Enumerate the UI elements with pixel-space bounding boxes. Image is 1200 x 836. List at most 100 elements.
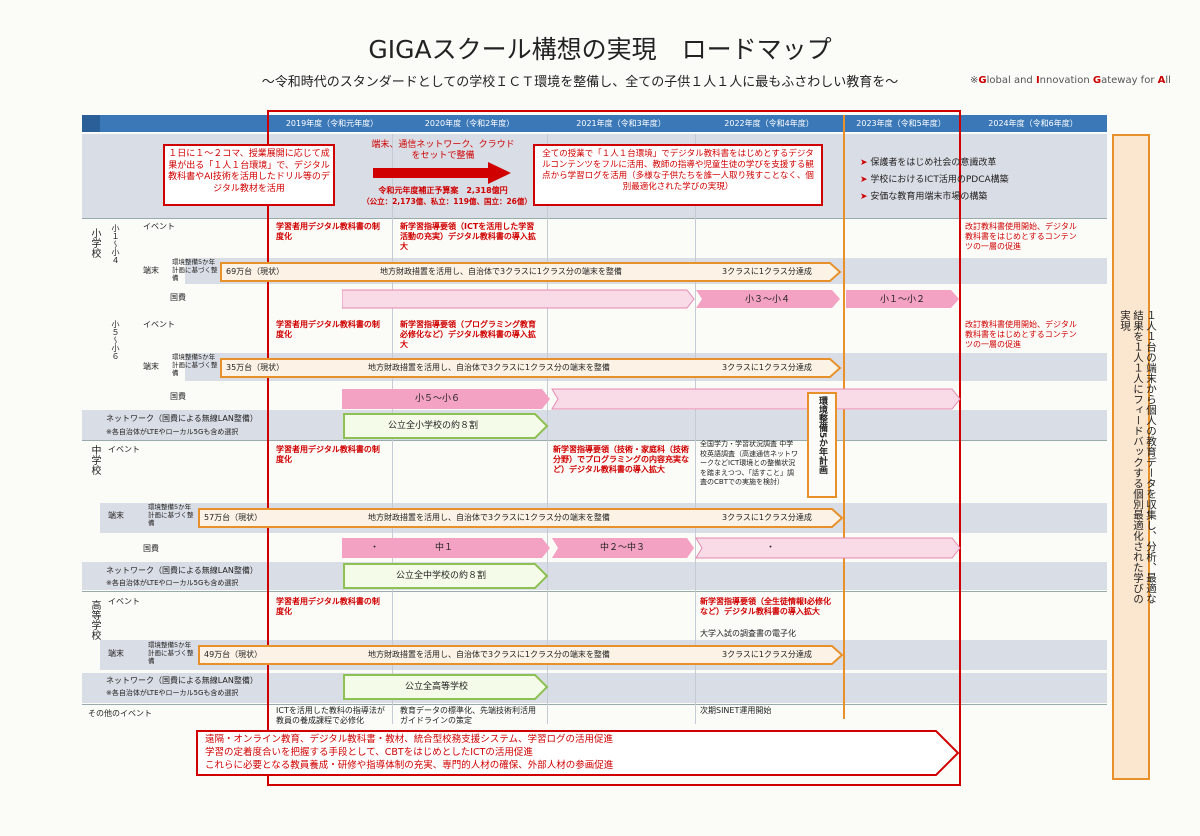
- set-arrow-label: 端末、通信ネットワーク、クラウドをセットで整備: [371, 140, 515, 161]
- set-arrow-icon: [373, 162, 511, 184]
- network-arrow-koko: [343, 674, 549, 700]
- tanmatsu-arrow-chu: [198, 508, 844, 528]
- kokuhi-dot: ・: [766, 543, 776, 553]
- bullet-item: ➤ 安価な教育用端末市場の構築: [860, 192, 988, 202]
- tanmatsu-plan-s14: 地方財政措置を活用し、自治体で3クラスに1クラス分の端末を整備: [380, 267, 622, 276]
- kankyo-label: 環境整備5か年計画に基づく整備: [172, 353, 218, 377]
- tanmatsu-goal-s14: 3クラスに1クラス分達成: [722, 267, 812, 276]
- network-label: ネットワーク（国費による無線LAN整備）: [106, 414, 258, 423]
- budget-line1: 令和元年度補正予算案 2,318億円: [378, 186, 508, 195]
- other-2019: ICTを活用した教科の指導法が教員の養成課程で必修化: [276, 706, 385, 725]
- event-seidoka: 学習者用デジタル教科書の制度化: [276, 445, 380, 464]
- giga-note: ※Global and Innovation Gateway for All: [970, 75, 1171, 86]
- tanmatsu-current-koko: 49万台（現状）: [204, 650, 263, 659]
- event-seidoka: 学習者用デジタル教科書の制度化: [276, 222, 380, 241]
- tanmatsu-current-s56: 35万台（現状）: [226, 363, 285, 372]
- bottom-line: 遠隔・オンライン教育、デジタル教科書・教材、統合型校務支援システム、学習ログの活…: [205, 734, 614, 745]
- divider: [82, 440, 1107, 441]
- kankyo5-box: [807, 392, 837, 498]
- kokuhi-dot: ・: [370, 543, 380, 553]
- sidebar-box: [1112, 134, 1150, 780]
- label-sho14: 小１～小４: [111, 224, 120, 264]
- header-corner: [82, 115, 100, 132]
- bullet-item: ➤ 保護者をはじめ社会の意識改革: [860, 158, 997, 168]
- other-2022: 次期SINET運用開始: [700, 706, 772, 715]
- year-2024: 2024年度（令和6年度）: [988, 119, 1078, 128]
- tanmatsu-goal-koko: 3クラスに1クラス分達成: [722, 650, 812, 659]
- full-utilization-box: 全ての授業で「１人１台環境」でデジタル教科書をはじめとするデジタルコンテンツをフ…: [533, 144, 823, 206]
- year-header-bar: [82, 115, 1107, 132]
- kankyo-label: 環境整備5か年計画に基づく整備: [172, 258, 218, 282]
- event-seidoka: 学習者用デジタル教科書の制度化: [276, 597, 380, 616]
- band-s-network: [82, 410, 1107, 440]
- event-2024: 改訂教科書使用開始、デジタル教科書をはじめとするコンテンツの一層の促進: [965, 320, 1077, 349]
- label-sho56: 小５～小６: [111, 320, 120, 360]
- tanmatsu-goal-chu: 3クラスに1クラス分達成: [722, 513, 812, 522]
- other-label: その他のイベント: [88, 709, 152, 718]
- page-subtitle: ～令和時代のスタンダードとしての学校ＩＣＴ環境を整備し、全ての子供１人１人に最も…: [261, 75, 899, 90]
- bullet-item: ➤ 学校におけるICT活用のPDCA構築: [860, 175, 1009, 185]
- milestone-line: [843, 115, 845, 719]
- year-2019: 2019年度（令和元年度）: [285, 119, 379, 128]
- kokuhi-arrows-s56: [342, 388, 961, 410]
- year-2023: 2023年度（令和5年度）: [856, 119, 946, 128]
- network-label: ネットワーク（国費による無線LAN整備）: [106, 676, 258, 685]
- tanmatsu-current-s14: 69万台（現状）: [226, 267, 285, 276]
- col-line: [547, 134, 548, 724]
- network-koko: 公立全高等学校: [405, 682, 469, 692]
- event-koko-2022b: 大学入試の調査書の電子化: [700, 629, 796, 638]
- event-koko-2022a: 新学習指導要領（全生徒情報Ⅰ必修化など）デジタル教科書の導入拡大: [700, 597, 831, 616]
- kankyo-label: 環境整備5か年計画に基づく整備: [148, 641, 194, 665]
- year-2020: 2020年度（令和2年度）: [424, 119, 515, 128]
- year-2022: 2022年度（令和4年度）: [724, 119, 814, 128]
- divider: [82, 591, 1107, 592]
- event-label: イベント: [108, 445, 140, 454]
- budget-line2: （公立：2,173億、私立：119億、国立：26億）: [362, 197, 532, 206]
- kokuhi-label: 国費: [170, 293, 186, 302]
- label-shogakko: 小学校: [89, 228, 100, 258]
- bullet-list: ➤ 保護者をはじめ社会の意識改革 ➤ 学校におけるICT活用のPDCA構築 ➤ …: [860, 155, 1009, 206]
- tanmatsu-arrow-koko: [198, 645, 844, 665]
- event-sho14-2020: 新学習指導要領（ICTを活用した学習活動の充実）デジタル教科書の導入拡大: [400, 222, 536, 251]
- kokuhi-chu1: 中１: [435, 543, 454, 553]
- network-arrow-chu: [343, 563, 549, 589]
- sidebar-text: １人１台の端末から個人の教育データを収集し、分析、最適な結果を１人１人にフィード…: [1119, 310, 1157, 604]
- tanmatsu-goal-s56: 3クラスに1クラス分達成: [722, 363, 812, 372]
- col-line: [695, 134, 696, 724]
- bottom-line: 学習の定着度合いを把握する手段として、CBTをはじめとしたICTの活用促進: [205, 747, 533, 758]
- tanmatsu-current-chu: 57万台（現状）: [204, 513, 263, 522]
- event-label: イベント: [143, 222, 175, 231]
- one-to-one-box: １日に１～２コマ、授業展開に応じて成果が出る「１人１台環境」で、デジタル教科書や…: [163, 144, 335, 206]
- tanmatsu-label: 端末: [108, 649, 124, 658]
- kokuhi-label: 国費: [143, 544, 159, 553]
- kokuhi-s34: 小３～小４: [745, 295, 791, 305]
- tanmatsu-label: 端末: [143, 266, 159, 275]
- tanmatsu-label: 端末: [108, 511, 124, 520]
- kokuhi-arrow-s12: [846, 290, 959, 308]
- network-arrow-sho: [343, 413, 549, 439]
- tanmatsu-arrow-s56: [220, 358, 842, 378]
- network-sho: 公立全小学校の約８割: [388, 421, 479, 431]
- focus-frame: [267, 110, 961, 786]
- event-chu-2022: 全国学力・学習状況調査 中学校英語調査（高速通信ネットワークなどICT環境との整…: [700, 440, 798, 486]
- network-note: ※各自治体がLTEやローカル5Gも含め選択: [106, 428, 239, 436]
- tanmatsu-plan-s56: 地方財政措置を活用し、自治体で3クラスに1クラス分の端末を整備: [368, 363, 610, 372]
- label-chu: 中学校: [89, 445, 100, 475]
- tanmatsu-arrow-s14: [220, 262, 842, 282]
- tanmatsu-plan-chu: 地方財政措置を活用し、自治体で3クラスに1クラス分の端末を整備: [368, 513, 610, 522]
- band-koko-network: [82, 673, 1107, 703]
- network-chu: 公立全中学校の約８割: [396, 571, 487, 581]
- tanmatsu-label: 端末: [143, 362, 159, 371]
- page-title: GIGAスクール構想の実現 ロードマップ: [368, 35, 832, 64]
- event-sho56-2020: 新学習指導要領（プログラミング教育必修化など）デジタル教科書の導入拡大: [400, 320, 536, 349]
- event-label: イベント: [108, 597, 140, 606]
- kokuhi-s12: 小１～小２: [880, 295, 926, 305]
- bottom-arrow: [196, 730, 960, 776]
- event-seidoka: 学習者用デジタル教科書の制度化: [276, 320, 380, 339]
- divider: [82, 704, 1107, 705]
- tanmatsu-plan-koko: 地方財政措置を活用し、自治体で3クラスに1クラス分の端末を整備: [368, 650, 610, 659]
- event-2024: 改訂教科書使用開始、デジタル教科書をはじめとするコンテンツの一層の促進: [965, 222, 1077, 251]
- divider: [82, 218, 1107, 219]
- bottom-text: 遠隔・オンライン教育、デジタル教科書・教材、統合型校務支援システム、学習ログの活…: [205, 733, 925, 772]
- network-note: ※各自治体がLTEやローカル5Gも含め選択: [106, 579, 239, 587]
